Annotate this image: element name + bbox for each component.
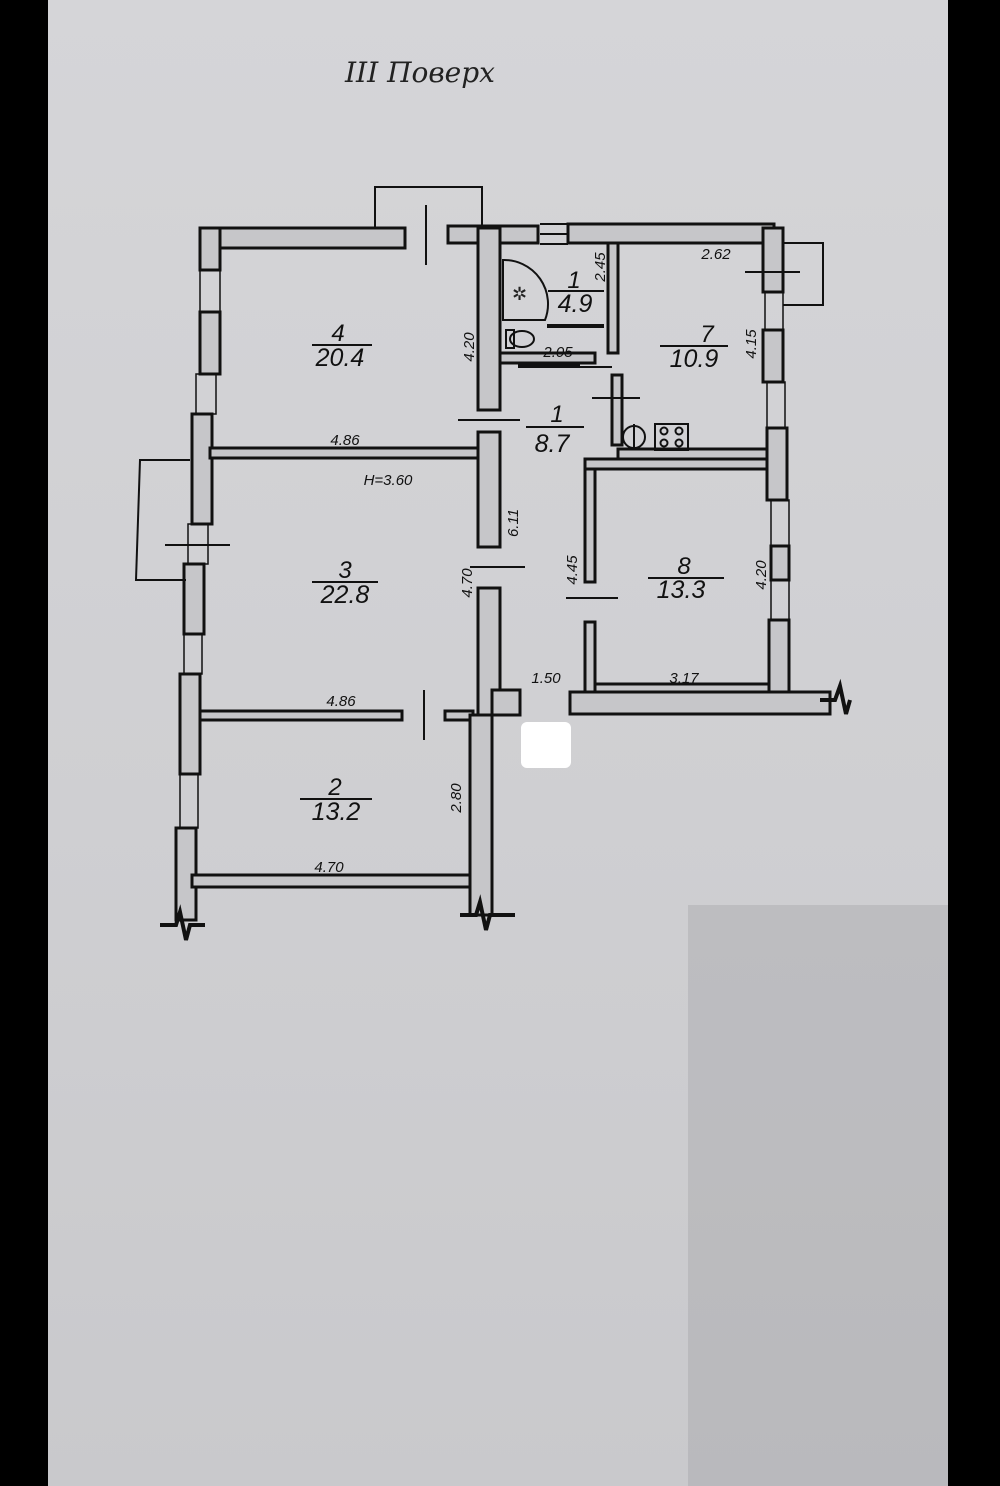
room-7-number: 7 xyxy=(700,321,715,348)
ceiling-height: H=3.60 xyxy=(364,472,413,489)
plan-sheet: III Поверх xyxy=(48,0,948,1486)
dim-room7-width: 2.62 xyxy=(700,246,731,263)
dim-room8-height: 4.20 xyxy=(753,560,770,590)
dim-corridor-width: 1.50 xyxy=(531,670,561,687)
floor-plan: III Поверх xyxy=(134,56,852,941)
balcony-left xyxy=(134,459,190,581)
dim-corridor-length: 6.11 xyxy=(505,509,522,537)
room-3-number: 3 xyxy=(338,557,352,584)
room-1-bath-number: 1 xyxy=(567,267,580,294)
door-ticks xyxy=(165,205,800,740)
room-8-area: 13.3 xyxy=(657,576,706,604)
room-7-area: 10.9 xyxy=(670,345,719,373)
shower-icon xyxy=(502,258,550,321)
walls xyxy=(134,186,832,922)
dim-room3-width: 4.86 xyxy=(326,693,356,710)
dim-room4-width: 4.86 xyxy=(330,432,360,449)
dim-room2-width: 4.70 xyxy=(314,859,344,876)
dim-room7-height: 4.15 xyxy=(743,329,760,359)
room-1-corridor-area: 8.7 xyxy=(535,430,571,458)
floor-title: III Поверх xyxy=(344,56,495,89)
fixtures: ✲ xyxy=(502,258,689,768)
photo-shadow xyxy=(688,905,948,1486)
balcony-right xyxy=(783,242,824,306)
toilet-icon xyxy=(505,329,515,349)
room-2-number: 2 xyxy=(327,774,341,801)
dim-corridor-lower: 4.45 xyxy=(564,555,581,585)
dim-room4-height: 4.20 xyxy=(461,332,478,362)
break-lines xyxy=(160,678,852,941)
room-1-bath-area: 4.9 xyxy=(558,290,593,318)
dim-room2-height: 2.80 xyxy=(448,783,465,814)
room-3-area: 22.8 xyxy=(320,581,370,609)
dim-bath-width: 2.05 xyxy=(542,344,573,361)
balcony-top xyxy=(374,186,483,228)
svg-text:✲: ✲ xyxy=(512,284,527,305)
wall-top-left xyxy=(198,226,407,250)
dim-room3-height: 4.70 xyxy=(459,568,476,598)
room-8-number: 8 xyxy=(677,553,691,580)
dim-room8-width: 3.17 xyxy=(669,670,699,687)
redacted-mark xyxy=(521,722,571,768)
room-4-number: 4 xyxy=(331,320,344,347)
room-1-corridor-number: 1 xyxy=(550,401,563,428)
stove-icon xyxy=(654,423,689,451)
room-4-area: 20.4 xyxy=(315,344,365,372)
room-2-area: 13.2 xyxy=(312,798,361,826)
dim-bath-height: 2.45 xyxy=(592,252,609,283)
